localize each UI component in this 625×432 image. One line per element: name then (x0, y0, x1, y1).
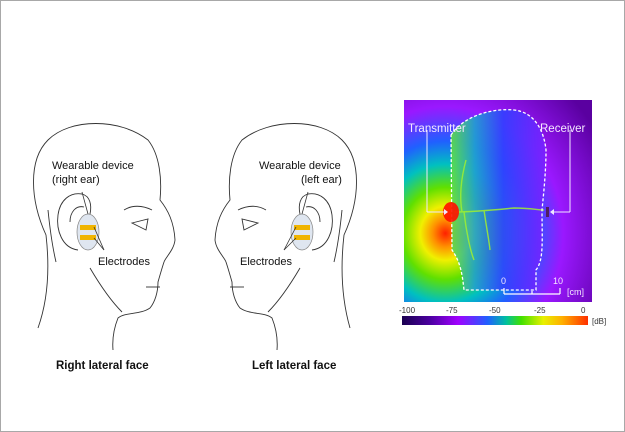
caption-left-lateral-face: Left lateral face (252, 360, 337, 372)
colorbar-tick: -75 (446, 306, 458, 315)
electrode-icon (294, 225, 310, 230)
colorbar-tick: 0 (581, 306, 586, 315)
electrode-icon (294, 235, 310, 240)
field-strength-heatmap: Transmitter Receiver 0 10 [cm] (404, 100, 592, 302)
device-label-right-ear: Wearable device (52, 160, 134, 172)
wearable-device-left-ear (290, 213, 314, 251)
scale-end-label: 10 (553, 276, 564, 286)
electrode-icon (80, 225, 96, 230)
scale-start-label: 0 (501, 276, 507, 286)
device-label-right-ear-sub: (right ear) (52, 174, 100, 186)
wearable-device-right-ear (76, 213, 100, 251)
colorbar-tick: -50 (489, 306, 501, 315)
transmitter-arrow-icon (444, 209, 448, 215)
receiver-arrow-icon (550, 209, 554, 215)
transmitter-label: Transmitter (408, 123, 466, 135)
colorbar (402, 316, 588, 325)
colorbar-tick: -25 (534, 306, 546, 315)
colorbar-unit: [dB] (592, 317, 607, 326)
caption-right-lateral-face: Right lateral face (56, 360, 149, 372)
scale-bar (503, 288, 561, 295)
colorbar-tick: -100 (399, 306, 416, 315)
device-label-left-ear-sub: (left ear) (301, 174, 342, 186)
electrode-icon (80, 235, 96, 240)
receiver-label: Receiver (540, 123, 586, 135)
electrodes-label-left: Electrodes (240, 256, 292, 268)
device-label-left-ear: Wearable device (259, 160, 341, 172)
scale-unit-label: [cm] (567, 287, 584, 297)
electrodes-label-right: Electrodes (98, 256, 150, 268)
